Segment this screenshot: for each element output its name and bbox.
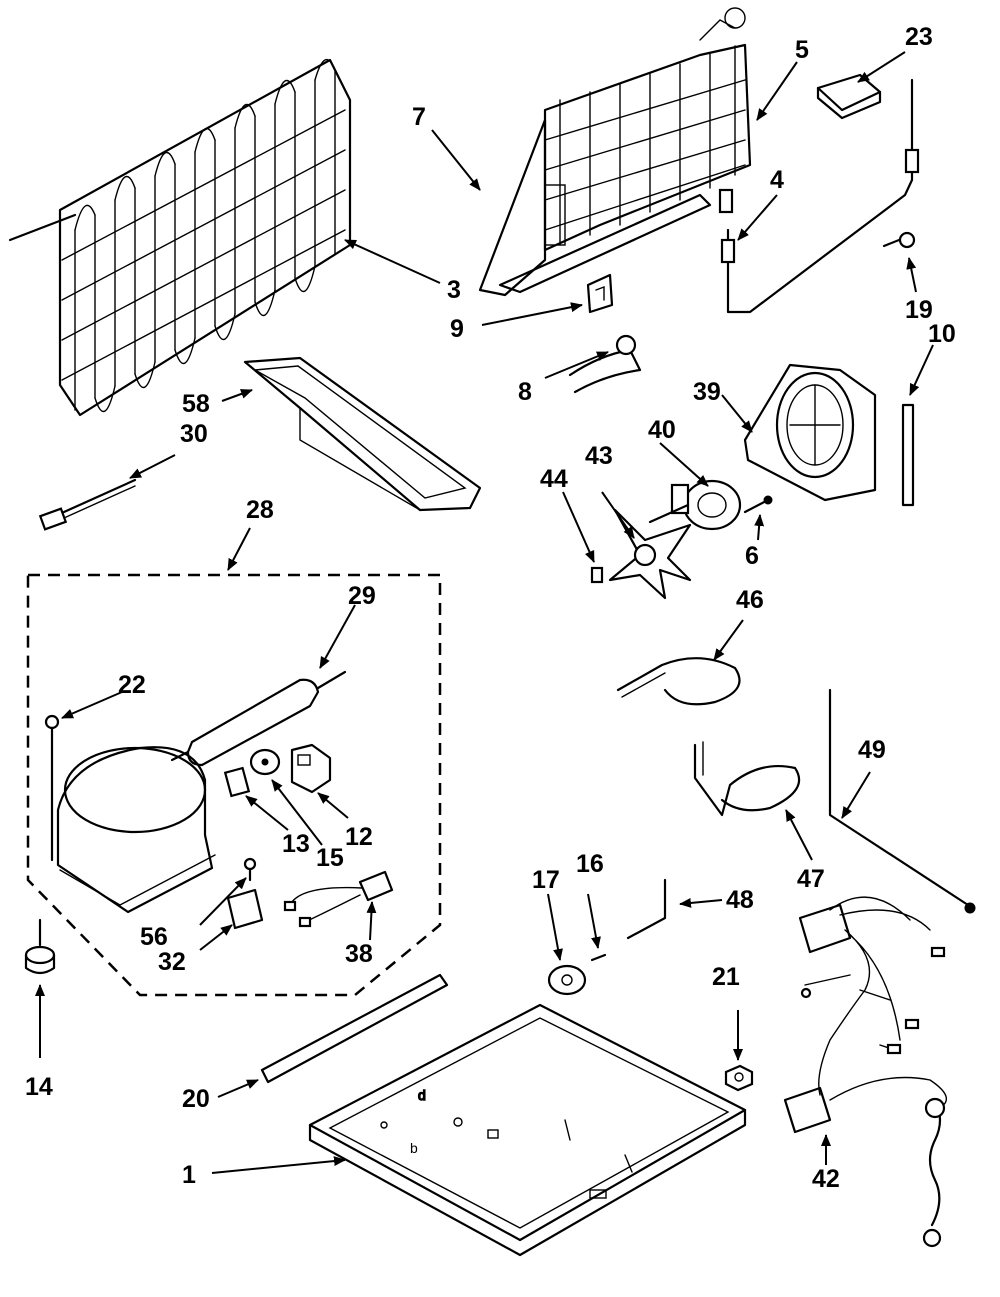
callout-1: 1 [182,1161,196,1189]
strip-part [901,403,915,507]
cord-part [38,478,137,531]
callout-14: 14 [25,1073,53,1101]
cover-part [816,73,882,120]
coil-tube-part [616,657,741,706]
condenser-coil-part [8,58,352,417]
fan-motor-part [648,479,742,531]
callout-39: 39 [693,378,721,406]
motor-screw-part [743,495,773,514]
callout-43: 43 [585,442,613,470]
callout-32: 32 [158,948,186,976]
tube-part [693,741,801,817]
callout-49: 49 [858,736,886,764]
defrost-heater-part [718,78,920,314]
callout-56: 56 [140,923,168,951]
callout-22: 22 [118,671,146,699]
callout-12: 12 [345,823,373,851]
rod-part [828,688,976,914]
main-wire-harness-part [783,896,947,1248]
svg-text:d: d [418,1087,426,1103]
fan-clip-part [590,566,604,584]
fan-blade-part [608,508,692,600]
callout-38: 38 [345,940,373,968]
callout-8: 8 [518,378,532,406]
callout-13: 13 [282,830,310,858]
callout-44: 44 [540,465,568,493]
callout-58: 58 [182,390,210,418]
callout-30: 30 [180,420,208,448]
clip-part [586,273,614,314]
overload-bracket-parts [226,857,264,930]
callout-7: 7 [412,103,426,131]
callout-16: 16 [576,850,604,878]
evaporator-assembly-part [478,7,752,297]
callout-10: 10 [928,320,956,348]
base-grommet-parts [547,953,607,996]
screw-part [882,231,916,249]
compressor-screw-part [44,714,60,750]
short-tube-part [626,878,667,940]
wire-harness-part [568,334,642,394]
callout-46: 46 [736,586,764,614]
drain-pan-part [243,356,482,512]
callout-15: 15 [316,844,344,872]
callout-48: 48 [726,886,754,914]
compressor-assembly-group [26,573,442,997]
compressor-part [50,746,216,914]
callout-9: 9 [450,315,464,343]
callout-20: 20 [182,1085,210,1113]
callout-19: 19 [905,296,933,324]
callout-6: 6 [745,542,759,570]
callout-47: 47 [797,865,825,893]
base-pan-part: d b [308,1003,747,1257]
callout-42: 42 [812,1165,840,1193]
nut-part [724,1064,754,1092]
callout-3: 3 [447,276,461,304]
callout-5: 5 [795,36,809,64]
gasket-strip-part [260,973,449,1084]
callout-23: 23 [905,23,933,51]
fan-shroud-part [743,363,877,502]
compressor-electrics-parts [223,743,332,798]
callout-29: 29 [348,582,376,610]
svg-text:b: b [410,1140,418,1156]
callout-28: 28 [246,496,274,524]
grommet-part [24,918,56,975]
callout-labels: 1 3 4 5 6 7 8 9 10 12 13 14 15 16 17 19 … [25,23,956,1193]
callout-40: 40 [648,416,676,444]
relay-part [283,870,394,928]
callout-21: 21 [712,963,740,991]
callout-17: 17 [532,866,560,894]
callout-4: 4 [770,166,784,194]
